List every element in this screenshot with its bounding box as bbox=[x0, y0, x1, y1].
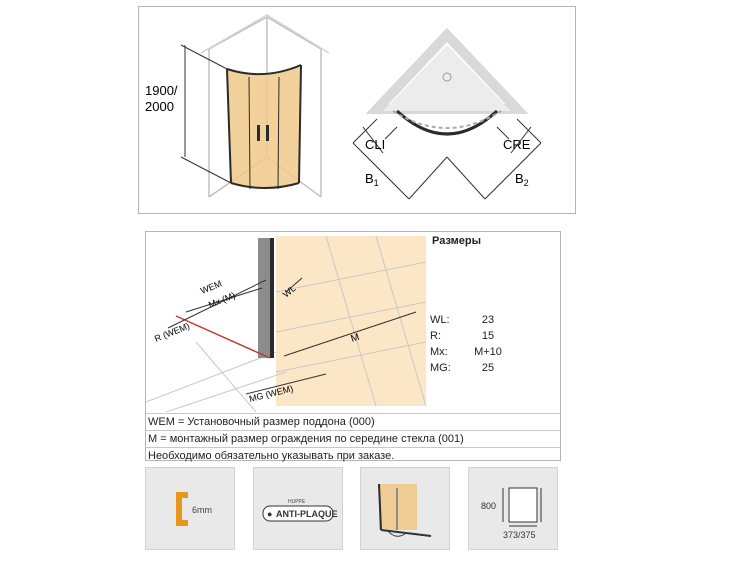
shower-enclosure-drawings: 1900/ 2000 CLI CRE B1 B2 bbox=[145, 14, 542, 200]
size-key: MG: bbox=[430, 362, 451, 374]
plan-view bbox=[352, 27, 542, 200]
wall-profile bbox=[258, 238, 272, 358]
sizes-row-mx: Mx: M+10 bbox=[430, 344, 506, 360]
dimensions-tile: 800 373/375 bbox=[468, 467, 558, 550]
wem-label: WEM bbox=[199, 278, 223, 296]
drain-icon bbox=[442, 72, 452, 82]
mx-label: Mx (M) bbox=[207, 290, 237, 310]
door-handle-left bbox=[257, 125, 260, 141]
b2-label: B2 bbox=[515, 171, 529, 188]
height-dimension-line bbox=[180, 44, 232, 184]
glass-front bbox=[227, 65, 301, 188]
floor-tiles bbox=[146, 235, 427, 412]
installation-diagram: WEM Mx (M) R (WEM) WL M MG (WEM) bbox=[146, 235, 427, 412]
antiplaque-badge bbox=[262, 505, 334, 522]
dimension-lines bbox=[167, 277, 417, 395]
antiplaque-drop-icon: ● bbox=[267, 509, 272, 519]
sizes-row-r: R: 15 bbox=[430, 328, 506, 344]
glass-thickness-label: 6mm bbox=[192, 505, 212, 515]
legend-line-m: M = монтажный размер ограждения по серед… bbox=[146, 430, 560, 447]
sizes-title: Размеры bbox=[432, 235, 482, 247]
b1-label: B1 bbox=[365, 171, 379, 188]
width-value: 373/375 bbox=[503, 530, 536, 540]
size-value: M+10 bbox=[474, 346, 502, 358]
legend-line-note: Необходимо обязательно указывать при зак… bbox=[146, 447, 560, 464]
seal-tile bbox=[360, 467, 450, 550]
height-label-1: 1900/ bbox=[145, 83, 178, 98]
installation-dimensions-panel: WEM Mx (M) R (WEM) WL M MG (WEM) Размеры… bbox=[145, 231, 561, 464]
door-handle-right bbox=[266, 125, 269, 141]
sizes-row-wl: WL: 23 bbox=[430, 312, 506, 328]
plan-curve-glass bbox=[395, 109, 499, 136]
legend: WEM = Установочный размер поддона (000) … bbox=[146, 413, 560, 464]
red-guide-line bbox=[175, 315, 271, 359]
size-value: 23 bbox=[481, 314, 495, 326]
door-size-icon bbox=[502, 487, 542, 527]
height-value: 800 bbox=[481, 501, 496, 511]
seal-profile-icon bbox=[378, 483, 432, 537]
sizes-table: WL: 23 R: 15 Mx: M+10 MG: 25 bbox=[430, 312, 506, 376]
height-label-2: 2000 bbox=[145, 99, 174, 114]
antiplaque-tile: HUPPE ● ANTI-PLAQUE bbox=[253, 467, 343, 550]
enclosure-frame bbox=[226, 64, 302, 190]
r-wem-label: R (WEM) bbox=[153, 321, 191, 344]
legend-line-wem: WEM = Установочный размер поддона (000) bbox=[146, 413, 560, 430]
glass-thickness-tile: 6mm bbox=[145, 467, 235, 550]
product-drawings-panel: 1900/ 2000 CLI CRE B1 B2 bbox=[138, 6, 576, 214]
cli-label: CLI bbox=[365, 137, 385, 152]
cre-label: CRE bbox=[503, 137, 531, 152]
m-label: M bbox=[350, 332, 361, 345]
size-key: R: bbox=[430, 330, 441, 342]
size-value: 15 bbox=[481, 330, 495, 342]
sizes-row-mg: MG: 25 bbox=[430, 360, 506, 376]
glass-thickness-icon bbox=[176, 492, 188, 526]
brand-label: HUPPE bbox=[288, 499, 306, 505]
size-key: WL: bbox=[430, 314, 450, 326]
antiplaque-label: ANTI-PLAQUE bbox=[276, 509, 338, 519]
size-value: 25 bbox=[481, 362, 495, 374]
size-key: Mx: bbox=[430, 346, 448, 358]
